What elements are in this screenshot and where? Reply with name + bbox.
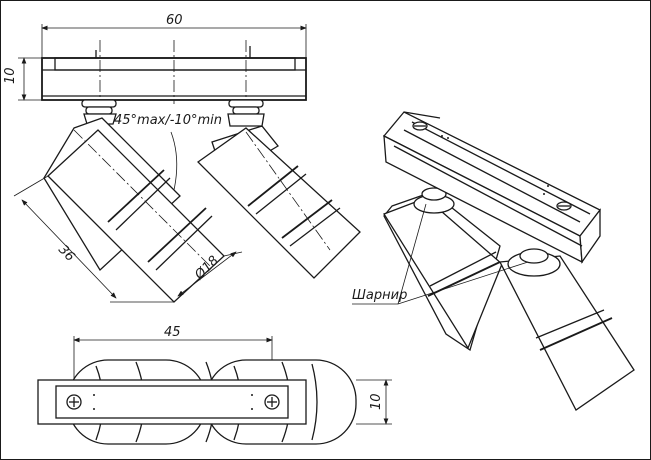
iso-spot-left — [383, 187, 503, 352]
front-view: 60 10 45°max/-10°min — [3, 13, 361, 303]
screw-icon — [556, 201, 572, 211]
top-view: 45 10 — [37, 325, 392, 445]
dim-spacing-bottom: 45 — [164, 325, 181, 340]
dim-height-top: 10 — [3, 67, 18, 84]
dim-length: 36 — [55, 242, 77, 264]
label-hinge: Шарнир — [352, 288, 407, 303]
screw-icon — [66, 394, 82, 410]
screw-icon — [412, 121, 428, 131]
track-top-plate — [37, 379, 307, 425]
iso-track — [382, 111, 601, 264]
isometric-view: Шарнир — [352, 111, 635, 411]
dim-height-bottom: 10 — [369, 393, 384, 410]
right-spot-tilted — [196, 125, 361, 279]
screw-icon — [264, 394, 280, 410]
iso-spot-right — [498, 248, 635, 411]
dim-angle: 45°max/-10°min — [114, 113, 222, 128]
dim-width-top: 60 — [166, 13, 183, 28]
